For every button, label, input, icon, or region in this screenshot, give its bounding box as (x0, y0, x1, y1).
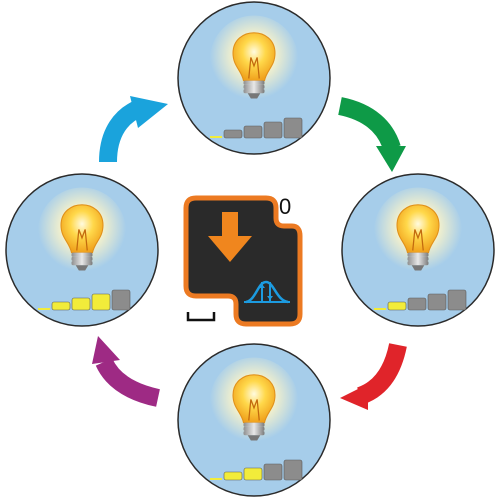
curved-arrow-icon (92, 336, 161, 407)
level-bar (387, 301, 407, 311)
level-bar (243, 467, 263, 481)
level-bar (51, 301, 71, 311)
light-bulb-icon (209, 356, 299, 447)
level-bar (223, 129, 243, 139)
light-bulb-bottom (177, 343, 331, 497)
level-bar (263, 463, 283, 481)
level-bar (71, 297, 91, 311)
shutdown-power-reduction-icon (183, 195, 303, 327)
light-bulb-icon (209, 14, 299, 105)
light-bulb-right (341, 173, 495, 327)
light-bulb-top (177, 1, 331, 155)
light-bulb-icon (37, 186, 127, 277)
level-bar (223, 471, 243, 481)
level-bar (111, 289, 131, 311)
level-bar (243, 125, 263, 139)
level-bar (210, 478, 222, 480)
level-bar (263, 121, 283, 139)
light-bulb-icon (373, 186, 463, 277)
level-bar (38, 308, 50, 310)
curved-arrow-icon (337, 97, 406, 172)
level-bar (374, 308, 386, 310)
level-bar (407, 297, 427, 311)
curved-arrow-icon (99, 96, 168, 163)
level-bar (210, 136, 222, 138)
level-bar (283, 117, 303, 139)
curved-arrow-icon (340, 342, 407, 410)
light-bulb-left (5, 173, 159, 327)
level-bar (283, 459, 303, 481)
counter-label: 0 (279, 194, 292, 219)
level-bar (447, 289, 467, 311)
level-bar (427, 293, 447, 311)
level-bar (91, 293, 111, 311)
